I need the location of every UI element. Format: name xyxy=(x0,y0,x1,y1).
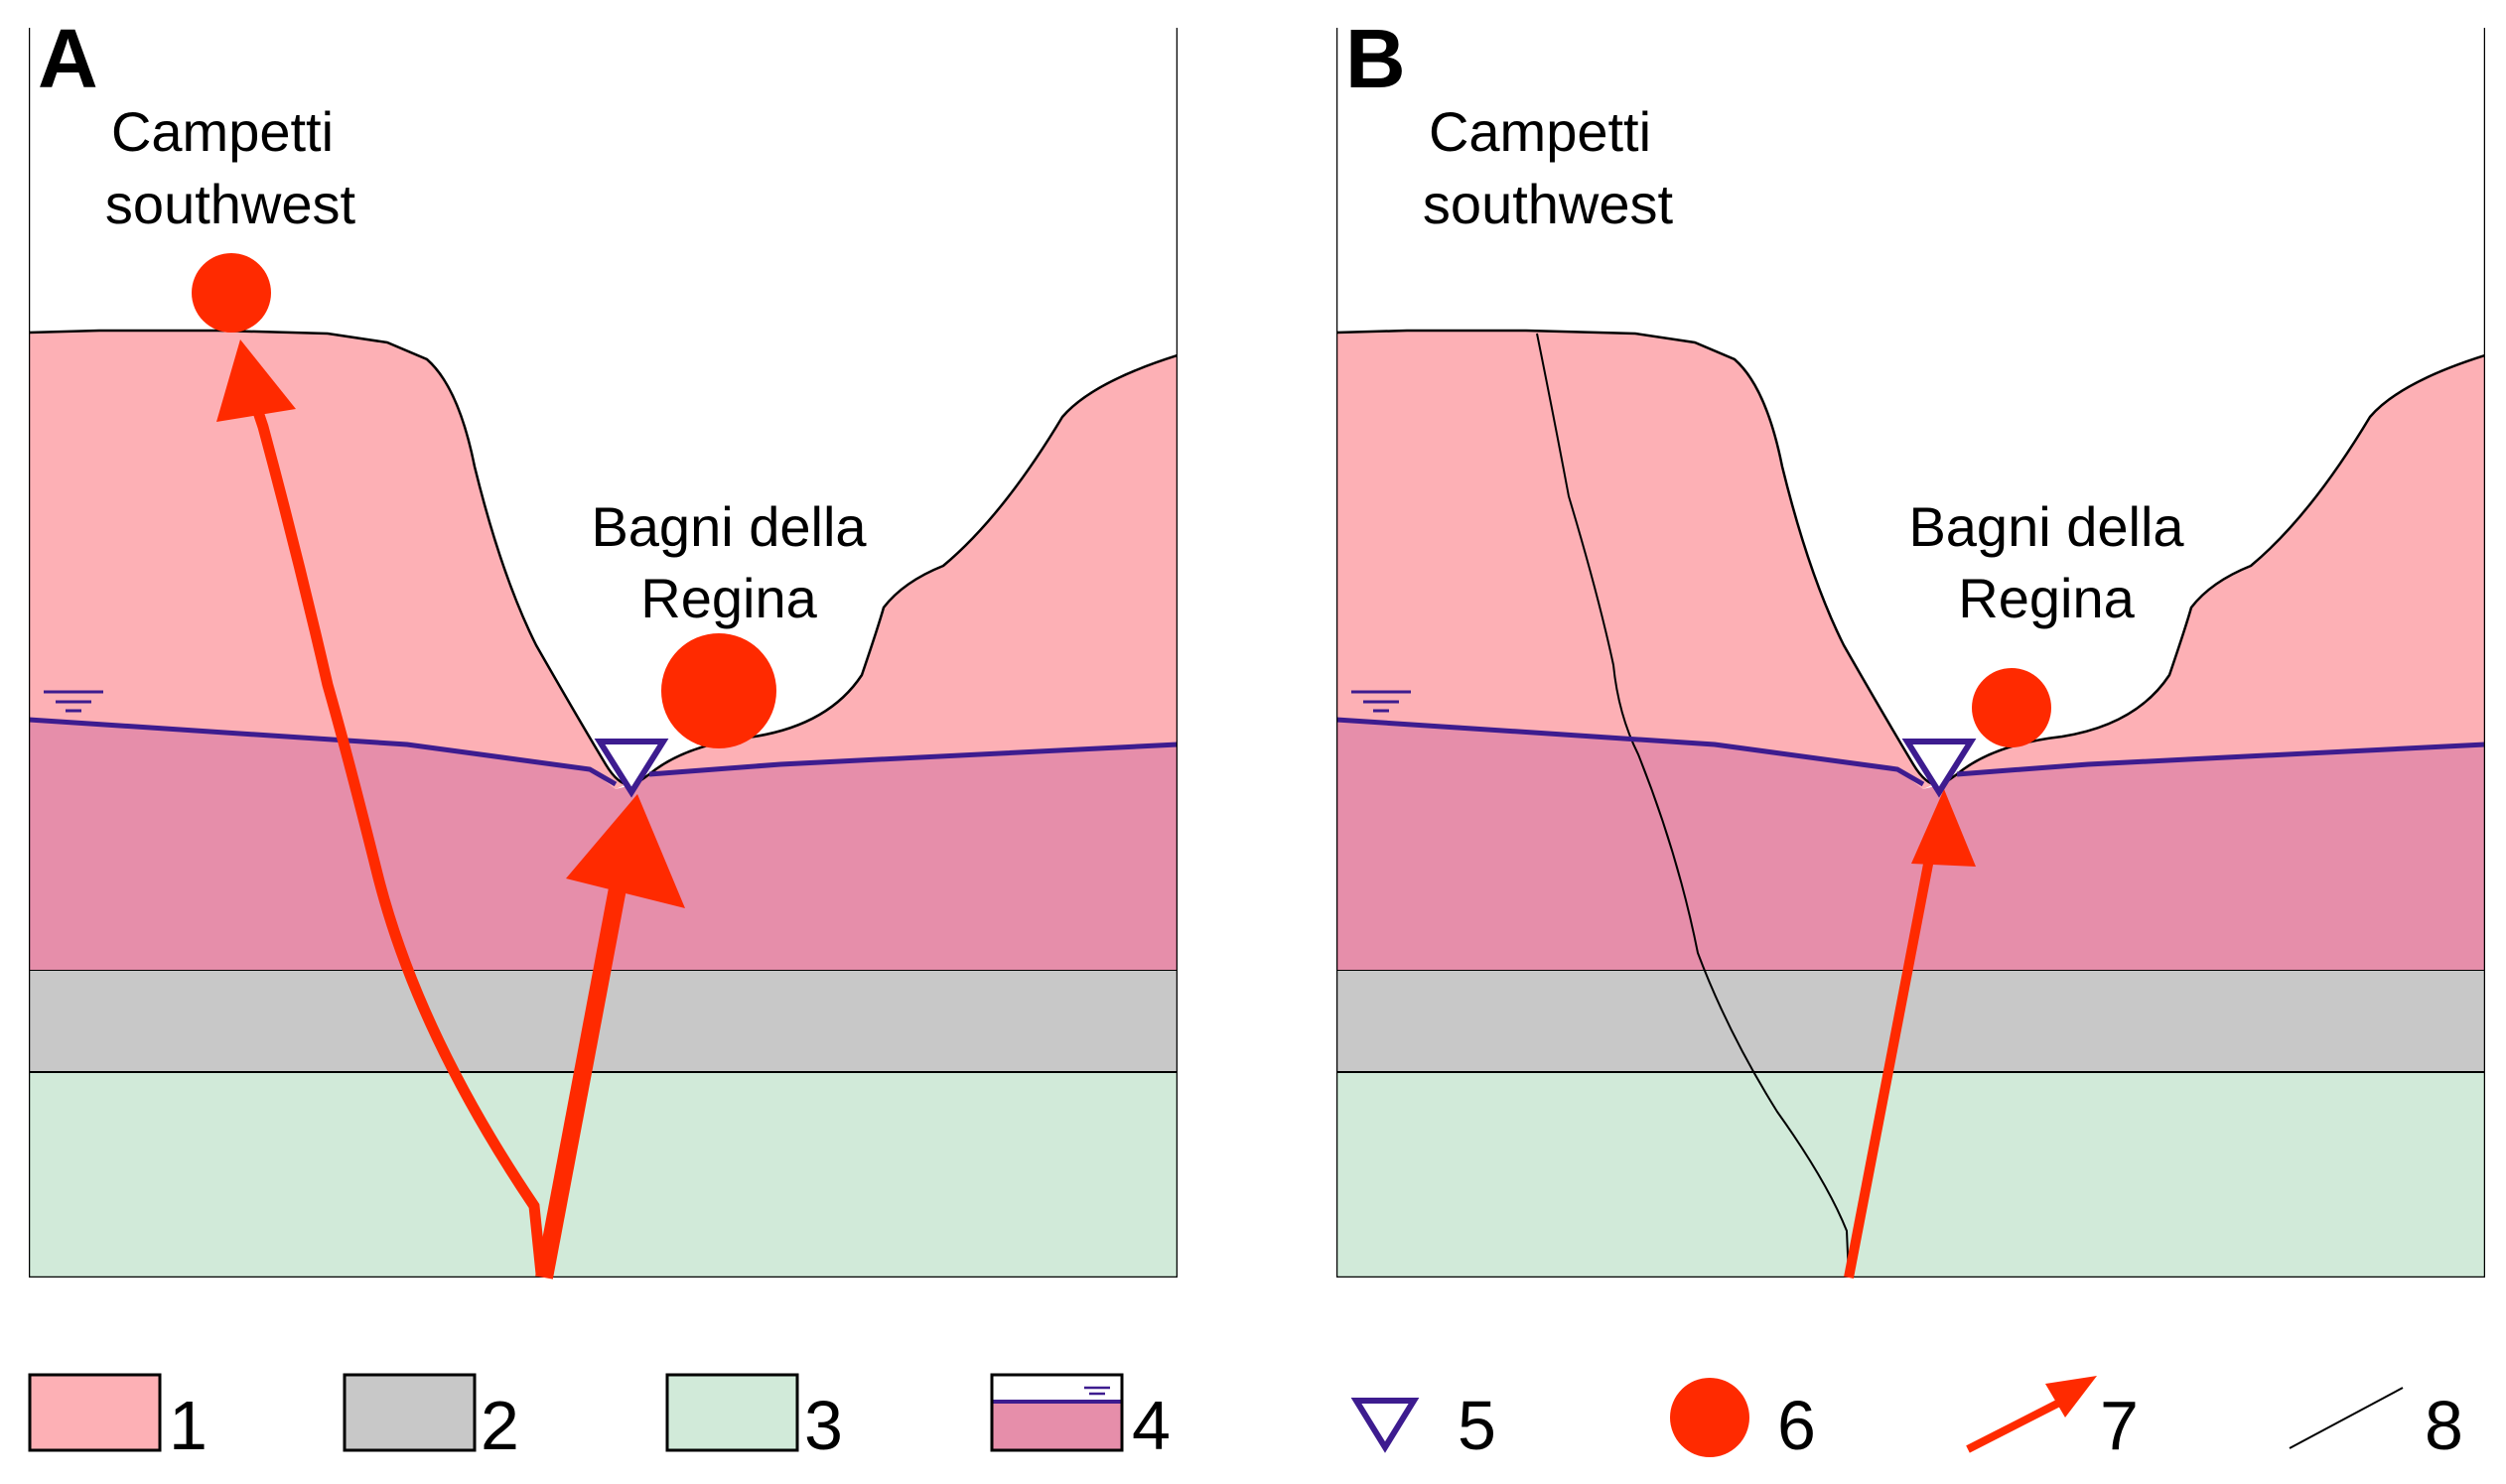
upflow-arrow-bagni-a xyxy=(535,794,685,1280)
water-table-symbol-b xyxy=(1351,690,1411,713)
legend-number-1: 1 xyxy=(169,1387,208,1464)
legend-item-1: 1 xyxy=(28,1373,208,1464)
legend-number-4: 4 xyxy=(1132,1387,1171,1464)
unit-3-swatch xyxy=(665,1373,799,1452)
legend-number-2: 2 xyxy=(481,1387,519,1464)
unit-3-layer xyxy=(1336,1071,2485,1278)
legend-number-6: 6 xyxy=(1777,1387,1816,1464)
legend-item-2: 2 xyxy=(343,1373,519,1464)
label-bagni-line1-b: Bagni della xyxy=(1908,495,2184,558)
legend-item-8: 8 xyxy=(2289,1387,2463,1464)
panel-a: A Campetti southwest Bagni della Regina xyxy=(29,12,1178,1280)
legend-item-3: 3 xyxy=(665,1373,843,1464)
saturated-zone xyxy=(1336,720,2485,970)
spring-icon-b xyxy=(1901,739,1977,798)
spring-triangle-icon xyxy=(1350,1398,1420,1453)
discharge-dot-bagni-b xyxy=(1972,668,2051,747)
unit-2-swatch xyxy=(343,1373,477,1452)
unit-3-layer xyxy=(29,1071,1178,1278)
upflow-arrow-campetti-a xyxy=(216,339,547,1275)
red-dot-icon xyxy=(1670,1378,1749,1457)
fault-line-b xyxy=(1536,333,1850,1278)
water-table-mini-icon xyxy=(1084,1386,1110,1396)
legend-number-7: 7 xyxy=(2100,1387,2139,1464)
legend-number-3: 3 xyxy=(804,1387,843,1464)
panel-letter-b: B xyxy=(1345,12,1406,105)
label-campetti-line2-b: southwest xyxy=(1423,173,1674,235)
water-table-line-a xyxy=(29,717,1178,787)
legend-item-7: 7 xyxy=(1966,1376,2139,1464)
label-campetti-line2-a: southwest xyxy=(105,173,356,235)
discharge-dot-bagni-a xyxy=(661,633,776,748)
label-campetti-line1-a: Campetti xyxy=(111,100,334,163)
thin-line-icon xyxy=(2289,1387,2404,1449)
water-table-symbol-a xyxy=(44,690,103,713)
upflow-arrow-bagni-b xyxy=(1844,789,1976,1279)
unit-2-layer xyxy=(1336,969,2485,1073)
label-campetti-line1-b: Campetti xyxy=(1429,100,1651,163)
unit-1-unsaturated xyxy=(1336,331,2485,789)
unit-1-swatch xyxy=(28,1373,162,1452)
label-bagni-line2-a: Regina xyxy=(640,567,817,629)
label-bagni-line1-a: Bagni della xyxy=(591,495,867,558)
legend-number-8: 8 xyxy=(2425,1387,2463,1464)
label-bagni-line2-b: Regina xyxy=(1958,567,2135,629)
legend-item-5: 5 xyxy=(1350,1387,1496,1464)
saturated-zone-swatch xyxy=(992,1402,1122,1450)
legend-number-5: 5 xyxy=(1458,1387,1496,1464)
unit-1-unsaturated xyxy=(29,331,1178,789)
spring-icon-a xyxy=(594,739,669,798)
legend-item-4: 4 xyxy=(990,1373,1171,1464)
panel-letter-a: A xyxy=(38,12,98,105)
legend: 1 2 3 4 5 6 xyxy=(28,1373,2463,1464)
panel-b: B Campetti southwest Bagni della Regina xyxy=(1336,12,2485,1279)
discharge-dot-campetti-a xyxy=(192,253,271,333)
legend-item-6: 6 xyxy=(1670,1378,1816,1464)
red-arrow-icon xyxy=(1966,1396,2067,1453)
water-table-line-b xyxy=(1336,717,2485,787)
